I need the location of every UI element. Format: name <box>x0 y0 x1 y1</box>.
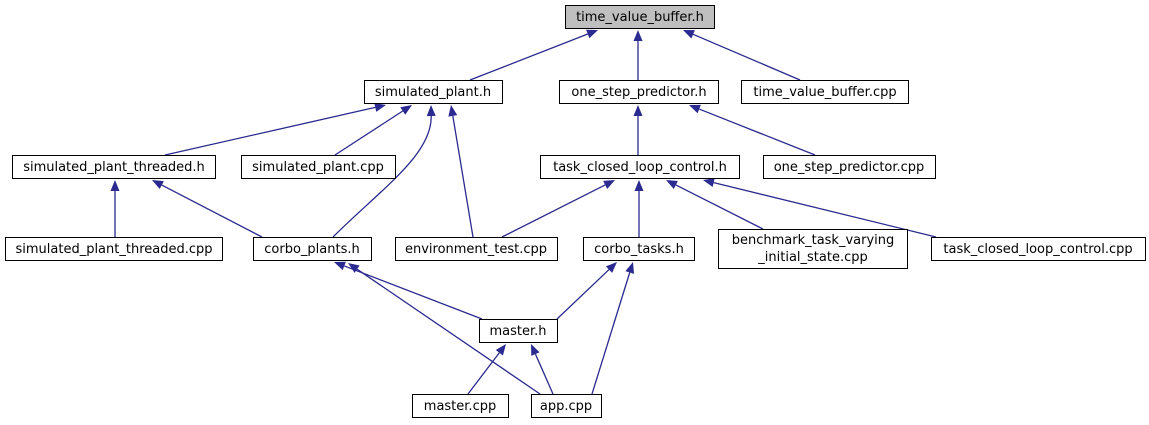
arrowhead-master_cpp-to-master_h <box>495 344 506 356</box>
graph-node-label: time_value_buffer.cpp <box>753 84 897 100</box>
arrowhead-app_cpp-to-corbo_tasks_h <box>625 262 635 274</box>
arrowhead-time_value_buffer_cpp-to-time_value_buffer_h <box>683 30 695 39</box>
graph-node-corbo_tasks_h[interactable]: corbo_tasks.h <box>583 237 695 261</box>
arrowhead-simulated_plant_h-to-time_value_buffer_h <box>586 29 598 39</box>
arrowhead-simulated_plant_cpp-to-simulated_plant_h <box>400 105 412 115</box>
graph-node-label: one_step_predictor.cpp <box>773 159 925 175</box>
graph-node-master_h[interactable]: master.h <box>478 319 558 343</box>
edge-simulated_plant_cpp-to-simulated_plant_h <box>334 110 404 156</box>
arrowhead-app_cpp-to-master_h <box>531 344 540 356</box>
arrowhead-one_step_predictor_cpp-to-one_step_predictor_h <box>689 104 701 114</box>
arrowhead-master_h-to-corbo_tasks_h <box>605 262 617 273</box>
graph-node-label: environment_test.cpp <box>404 241 548 257</box>
edge-corbo_plants_h-to-simulated_plant_h <box>332 115 432 238</box>
graph-node-label: corbo_plants.h <box>264 241 360 257</box>
arrowhead-task_closed_loop_control_cpp-to-task_closed_loop_control_h <box>703 178 715 187</box>
graph-node-simulated_plant_threaded_cpp[interactable]: simulated_plant_threaded.cpp <box>5 237 223 261</box>
graph-node-label: task_closed_loop_control.cpp <box>943 241 1133 257</box>
edge-corbo_plants_h-to-simulated_plant_threaded_h <box>161 184 263 238</box>
graph-node-label: corbo_tasks.h <box>594 241 684 257</box>
graph-node-simulated_plant_cpp[interactable]: simulated_plant.cpp <box>240 155 396 179</box>
graph-node-task_closed_loop_control_cpp[interactable]: task_closed_loop_control.cpp <box>930 237 1146 261</box>
edge-simulated_plant_h-to-time_value_buffer_h <box>469 33 588 81</box>
graph-node-label: time_value_buffer.h <box>576 9 704 25</box>
arrowhead-environment_test_cpp-to-simulated_plant_h <box>448 105 458 117</box>
arrowhead-corbo_plants_h-to-simulated_plant_h <box>426 105 436 117</box>
arrowhead-benchmark_task_varying_initial_state_cpp-to-task_closed_loop_control_h <box>666 180 678 189</box>
graph-node-one_step_predictor_h[interactable]: one_step_predictor.h <box>559 80 719 104</box>
arrowhead-master_h-to-corbo_plants_h <box>334 261 346 271</box>
graph-node-master_cpp[interactable]: master.cpp <box>411 394 509 418</box>
graph-node-benchmark_task_varying_initial_state_cpp[interactable]: benchmark_task_varying _initial_state.cpp <box>718 229 908 269</box>
graph-node-label: simulated_plant_threaded.cpp <box>15 241 213 257</box>
graph-node-simulated_plant_threaded_h[interactable]: simulated_plant_threaded.h <box>12 155 216 179</box>
graph-node-corbo_plants_h[interactable]: corbo_plants.h <box>252 237 372 261</box>
graph-node-label: master.h <box>489 323 547 339</box>
arrowhead-corbo_tasks_h-to-task_closed_loop_control_h <box>634 180 644 191</box>
edge-task_closed_loop_control_cpp-to-task_closed_loop_control_h <box>713 181 937 238</box>
graph-node-label: master.cpp <box>423 398 497 414</box>
graph-node-time_value_buffer_h: time_value_buffer.h <box>565 5 715 29</box>
graph-node-task_closed_loop_control_h[interactable]: task_closed_loop_control.h <box>540 155 740 179</box>
graph-node-simulated_plant_h[interactable]: simulated_plant.h <box>363 80 503 104</box>
graph-node-environment_test_cpp[interactable]: environment_test.cpp <box>394 237 558 261</box>
edge-master_h-to-corbo_tasks_h <box>556 269 610 320</box>
edge-app_cpp-to-master_h <box>534 353 554 395</box>
arrowhead-environment_test_cpp-to-task_closed_loop_control_h <box>603 180 615 189</box>
edge-app_cpp-to-corbo_plants_h <box>356 268 541 395</box>
graph-node-label: simulated_plant.h <box>374 84 492 100</box>
edge-simulated_plant_threaded_h-to-simulated_plant_h <box>164 106 376 156</box>
arrowhead-simulated_plant_threaded_cpp-to-simulated_plant_threaded_h <box>110 180 120 191</box>
graph-node-label: simulated_plant.cpp <box>252 159 384 175</box>
graph-node-app_cpp[interactable]: app.cpp <box>530 394 602 418</box>
graph-node-label: _initial_state.cpp <box>758 250 868 265</box>
edge-time_value_buffer_cpp-to-time_value_buffer_h <box>692 33 801 81</box>
edge-master_h-to-corbo_plants_h <box>344 265 483 320</box>
edge-one_step_predictor_cpp-to-one_step_predictor_h <box>698 108 816 156</box>
arrowhead-task_closed_loop_control_h-to-one_step_predictor_h <box>633 105 643 116</box>
graph-node-label: task_closed_loop_control.h <box>553 159 727 175</box>
edge-app_cpp-to-corbo_tasks_h <box>591 272 631 395</box>
graph-node-time_value_buffer_cpp[interactable]: time_value_buffer.cpp <box>741 80 909 104</box>
edge-environment_test_cpp-to-simulated_plant_h <box>452 115 474 238</box>
graph-node-label: benchmark_task_varying <box>731 233 895 248</box>
edge-environment_test_cpp-to-task_closed_loop_control_h <box>501 184 606 238</box>
arrowhead-simulated_plant_threaded_h-to-simulated_plant_h <box>374 103 386 112</box>
edge-master_cpp-to-master_h <box>467 352 500 395</box>
graph-node-label: app.cpp <box>539 398 593 414</box>
arrowhead-one_step_predictor_h-to-time_value_buffer_h <box>633 30 643 41</box>
arrowhead-corbo_plants_h-to-simulated_plant_threaded_h <box>152 180 164 190</box>
arrowhead-app_cpp-to-corbo_plants_h <box>348 263 360 273</box>
edge-benchmark_task_varying_initial_state_cpp-to-task_closed_loop_control_h <box>675 184 764 230</box>
graph-node-label: one_step_predictor.h <box>571 84 707 100</box>
graph-node-one_step_predictor_cpp[interactable]: one_step_predictor.cpp <box>762 155 936 179</box>
graph-node-label: simulated_plant_threaded.h <box>23 159 205 175</box>
